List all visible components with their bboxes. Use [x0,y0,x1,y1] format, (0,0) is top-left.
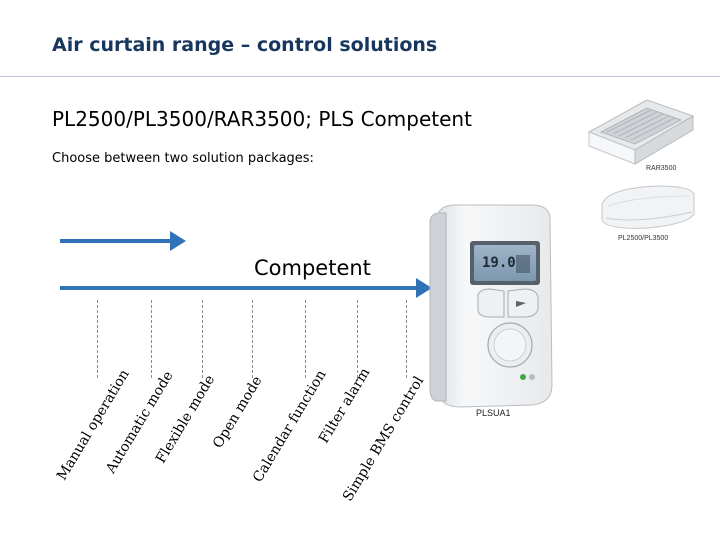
function-label: Open mode [210,373,266,451]
section-subtitle: PL2500/PL3500/RAR3500; PLS Competent [52,107,472,131]
ceiling-unit-icon [585,94,695,174]
arrow-competent [60,286,418,290]
header-divider [0,76,720,77]
dashed-separator [305,300,306,378]
controller-label: PLSUA1 [476,408,511,418]
dashed-separator [252,300,253,378]
wall-unit-icon [598,184,698,234]
arrow-short [60,239,172,243]
pl-label: PL2500/PL3500 [618,235,668,242]
rar-label: RAR3500 [646,165,676,172]
dashed-separator [151,300,152,378]
display-digits: 19.0 [482,255,516,271]
slide-title: Air curtain range – control solutions [52,34,437,56]
choose-text: Choose between two solution packages: [52,151,314,166]
dashed-separator [406,300,407,378]
dashed-separator [202,300,203,378]
dashed-separator [97,300,98,378]
package-label-competent: Competent [254,256,371,280]
controller-icon: 19.0 [420,205,560,411]
